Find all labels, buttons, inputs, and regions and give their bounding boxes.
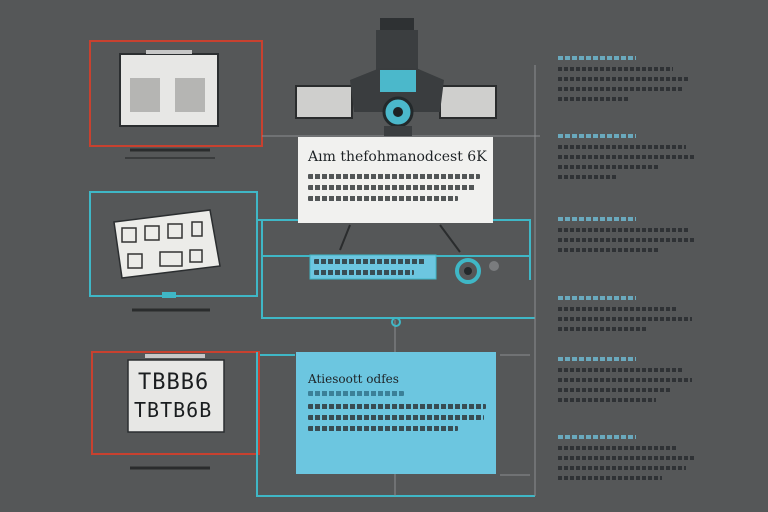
annotation-row	[558, 228, 690, 232]
text-line	[314, 270, 414, 275]
text-line	[308, 174, 480, 179]
annotation-row	[558, 175, 618, 179]
callout-top-box	[298, 137, 493, 223]
annotation-row	[558, 446, 678, 450]
side-annotation-6	[558, 435, 698, 486]
annotation-row	[558, 317, 692, 321]
annotation-row	[558, 97, 628, 101]
annotation-row	[558, 67, 673, 71]
text-line	[308, 415, 484, 420]
annotation-row	[558, 388, 670, 392]
annotation-row	[558, 456, 694, 460]
annotation-row	[558, 327, 648, 331]
annotation-row	[558, 368, 684, 372]
annotation-row	[558, 155, 694, 159]
side-annotation-2	[558, 134, 698, 185]
mechanism-label	[314, 259, 430, 275]
annotation-row	[558, 476, 662, 480]
annotation-head	[558, 435, 636, 439]
text-line	[308, 404, 486, 409]
annotation-row	[558, 466, 686, 470]
annotation-row	[558, 238, 694, 242]
frame-bottom-left	[91, 351, 260, 455]
annotation-head	[558, 357, 636, 361]
tablet-icon	[127, 354, 225, 470]
annotation-head	[558, 296, 636, 300]
side-annotation-3	[558, 217, 698, 258]
text-line	[308, 391, 404, 396]
tablet-glyph-row-2: TBTB6B	[134, 398, 213, 422]
text-line	[308, 196, 458, 201]
annotation-row	[558, 145, 686, 149]
annotation-row	[558, 307, 676, 311]
annotation-head	[558, 134, 636, 138]
annotation-row	[558, 248, 658, 252]
annotation-row	[558, 398, 656, 402]
side-annotation-1	[558, 56, 698, 107]
annotation-head	[558, 217, 636, 221]
callout-bottom-subtitle	[308, 391, 408, 402]
annotation-row	[558, 87, 683, 91]
annotation-row	[558, 77, 688, 81]
callout-bottom-body	[308, 404, 488, 437]
frame-top-left	[89, 40, 263, 147]
annotation-head	[558, 56, 636, 60]
annotation-row	[558, 378, 692, 382]
document-icon	[113, 209, 221, 312]
callout-top-title: Aım thefohmanodcest 6K	[308, 149, 487, 165]
callout-top-body	[308, 174, 483, 207]
annotation-row	[558, 165, 658, 169]
text-line	[308, 426, 458, 431]
rotary-encoder-icon	[309, 224, 499, 327]
text-line	[314, 259, 426, 264]
tablet-glyph-row-1: TBBB6	[138, 370, 210, 395]
callout-bottom-box	[296, 352, 496, 474]
text-line	[308, 185, 476, 190]
side-annotation-4	[558, 296, 698, 337]
callout-bottom-title: Atiesoott odfes	[308, 372, 399, 386]
robot-arm-icon	[295, 18, 497, 136]
monitor-icon	[119, 50, 219, 159]
side-annotation-5	[558, 357, 698, 408]
connector-bottom	[256, 352, 535, 497]
